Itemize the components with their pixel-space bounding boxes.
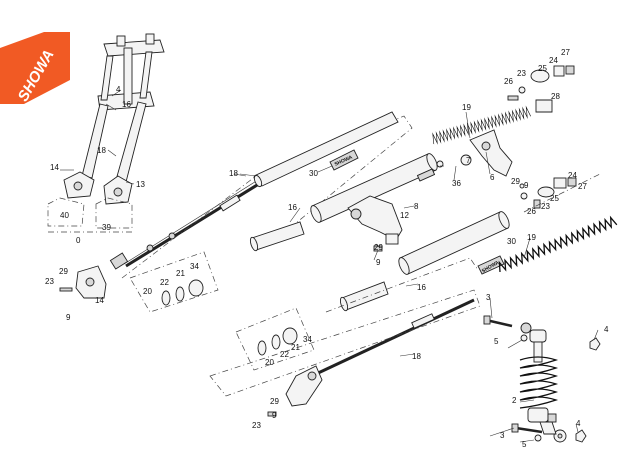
callout-18: 18 bbox=[97, 146, 106, 155]
callout-30: 30 bbox=[309, 169, 318, 178]
callout-20: 20 bbox=[265, 358, 274, 367]
callout-28: 28 bbox=[551, 92, 560, 101]
callout-14: 14 bbox=[95, 296, 104, 305]
spring-upper bbox=[432, 105, 531, 145]
callout-4: 4 bbox=[604, 325, 609, 334]
callout-30: 30 bbox=[507, 237, 516, 246]
callout-9: 9 bbox=[376, 258, 381, 267]
callout-22: 22 bbox=[280, 350, 289, 359]
callout-19: 19 bbox=[527, 233, 536, 242]
callout-29: 29 bbox=[374, 243, 383, 252]
callout-7: 7 bbox=[466, 156, 471, 165]
callout-23: 23 bbox=[541, 202, 550, 211]
callout-18: 18 bbox=[229, 169, 238, 178]
callout-6: 6 bbox=[490, 173, 495, 182]
callout-19: 19 bbox=[462, 103, 471, 112]
callout-16: 16 bbox=[417, 283, 426, 292]
callout-39: 39 bbox=[102, 223, 111, 232]
spring-lower bbox=[498, 215, 618, 273]
showa-logo: SHOWA bbox=[0, 32, 70, 105]
callout-9: 9 bbox=[524, 181, 529, 190]
callout-23: 23 bbox=[45, 277, 54, 286]
callout-40: 40 bbox=[60, 211, 69, 220]
callout-5: 5 bbox=[522, 440, 527, 449]
seal-group-lower bbox=[257, 327, 298, 356]
callout-4: 4 bbox=[576, 419, 581, 428]
callout-25: 25 bbox=[550, 194, 559, 203]
cartridge-rod bbox=[109, 179, 263, 270]
assembled-fork bbox=[60, 33, 165, 205]
callout-18: 18 bbox=[412, 352, 421, 361]
callout-21: 21 bbox=[176, 269, 185, 278]
callout-23: 23 bbox=[517, 69, 526, 78]
callout-29: 29 bbox=[59, 267, 68, 276]
seal-group-upper bbox=[161, 279, 204, 306]
callout-24: 24 bbox=[549, 56, 558, 65]
callout-34: 34 bbox=[303, 335, 312, 344]
callout-4: 4 bbox=[116, 85, 121, 94]
hardware-top-right bbox=[507, 65, 575, 113]
rear-shock bbox=[519, 322, 567, 443]
callout-5: 5 bbox=[494, 337, 499, 346]
callout-21: 21 bbox=[291, 343, 300, 352]
fork-foot-lower-left bbox=[59, 265, 107, 299]
callout-26: 26 bbox=[527, 207, 536, 216]
bracket-6 bbox=[469, 129, 513, 177]
callout-3: 3 bbox=[500, 431, 505, 440]
callout-22: 22 bbox=[160, 278, 169, 287]
callout-16: 16 bbox=[288, 203, 297, 212]
fork-tubes-lower: SHOWA bbox=[339, 211, 510, 312]
callout-23: 23 bbox=[252, 421, 261, 430]
callout-26: 26 bbox=[504, 77, 513, 86]
callout-14: 14 bbox=[50, 163, 59, 172]
callout-13: 13 bbox=[136, 180, 145, 189]
damper-rod-lower bbox=[315, 298, 475, 376]
callout-24: 24 bbox=[568, 171, 577, 180]
callout-9: 9 bbox=[66, 313, 71, 322]
callout-3: 3 bbox=[486, 293, 491, 302]
callout-16: 16 bbox=[122, 100, 131, 109]
callout-12: 12 bbox=[400, 211, 409, 220]
shock-bolts bbox=[483, 315, 601, 443]
callout-29: 29 bbox=[270, 397, 279, 406]
callout-34: 34 bbox=[190, 262, 199, 271]
callout-20: 20 bbox=[143, 287, 152, 296]
callout-27: 27 bbox=[561, 48, 570, 57]
callout-2: 2 bbox=[512, 396, 517, 405]
callout-27: 27 bbox=[578, 182, 587, 191]
bottom-link bbox=[267, 365, 323, 417]
callout-36: 36 bbox=[452, 179, 461, 188]
fork-tubes-upper: SHOWA bbox=[249, 111, 438, 252]
leader-lines bbox=[105, 89, 599, 443]
callout-8: 8 bbox=[414, 202, 419, 211]
callout-29: 29 bbox=[511, 177, 520, 186]
callout-9: 9 bbox=[272, 411, 277, 420]
callout-25: 25 bbox=[538, 64, 547, 73]
hardware-mid-right bbox=[519, 177, 577, 209]
axle-clamp-12 bbox=[347, 195, 403, 252]
callout-0: 0 bbox=[76, 236, 81, 245]
